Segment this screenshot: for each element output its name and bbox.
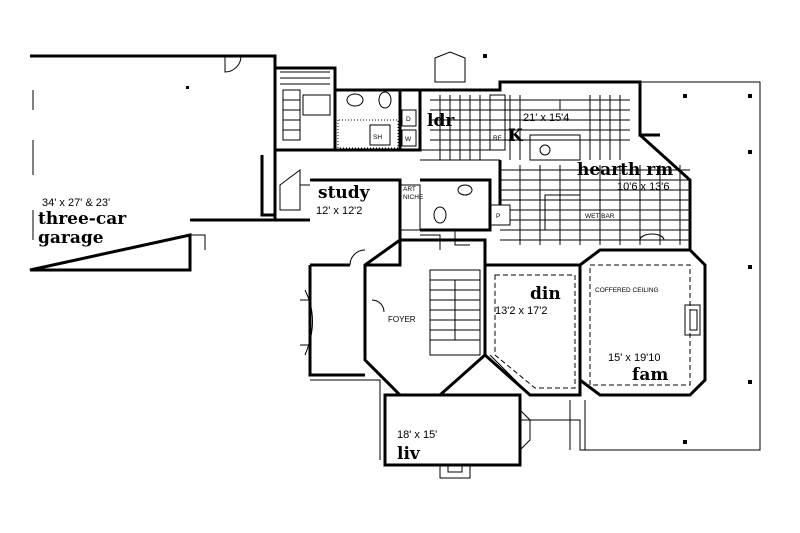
- foyer-label: FOYER: [388, 315, 416, 324]
- veranda: [483, 54, 761, 451]
- pantry-label: P: [496, 213, 500, 220]
- kitchen-dims: 21' x 15'4: [523, 112, 569, 124]
- liv-dims: 18' x 15': [397, 429, 437, 441]
- din-name: din: [530, 284, 561, 304]
- garage-name-line1: three-car: [38, 209, 127, 229]
- garage-walls: [29, 54, 277, 272]
- art-niche-label-2: NICHE: [403, 194, 424, 201]
- rf-label: RF: [493, 135, 502, 142]
- dryer-label: D: [406, 116, 411, 123]
- living-walls: [379, 393, 531, 479]
- wet-bar-label: WET BAR: [585, 213, 615, 220]
- art-niche-label-1: ART: [403, 186, 416, 193]
- garage-name-line2: garage: [38, 228, 104, 248]
- hearth-dims: 10'6 x 13'6: [617, 181, 670, 193]
- family-walls: [579, 248, 707, 397]
- foyer-walls: [363, 238, 487, 397]
- powder-room: [420, 178, 492, 250]
- dining-walls: [484, 263, 582, 397]
- coffered-ceiling-label: COFFERED CEILING: [595, 287, 659, 294]
- fam-dims: 15' x 19'10: [608, 352, 661, 364]
- kitchen-walls: RF: [420, 51, 660, 161]
- liv-name: liv: [397, 444, 421, 464]
- entry-porch: [300, 265, 381, 400]
- study-walls: [310, 178, 421, 267]
- din-dims: 13'2 x 17'2: [495, 305, 548, 317]
- hearth-name: hearth rm: [577, 160, 673, 180]
- bath-laundry: SH D W: [333, 68, 422, 152]
- ldr-name: ldr: [427, 111, 455, 131]
- garage-dims: 34' x 27' & 23': [42, 197, 110, 209]
- washer-label: W: [405, 136, 412, 143]
- kitchen-name: K: [508, 126, 524, 146]
- fam-name: fam: [632, 365, 668, 385]
- study-name: study: [318, 183, 371, 203]
- sh-label: SH: [373, 134, 382, 141]
- study-dims: 12' x 12'2: [316, 205, 362, 217]
